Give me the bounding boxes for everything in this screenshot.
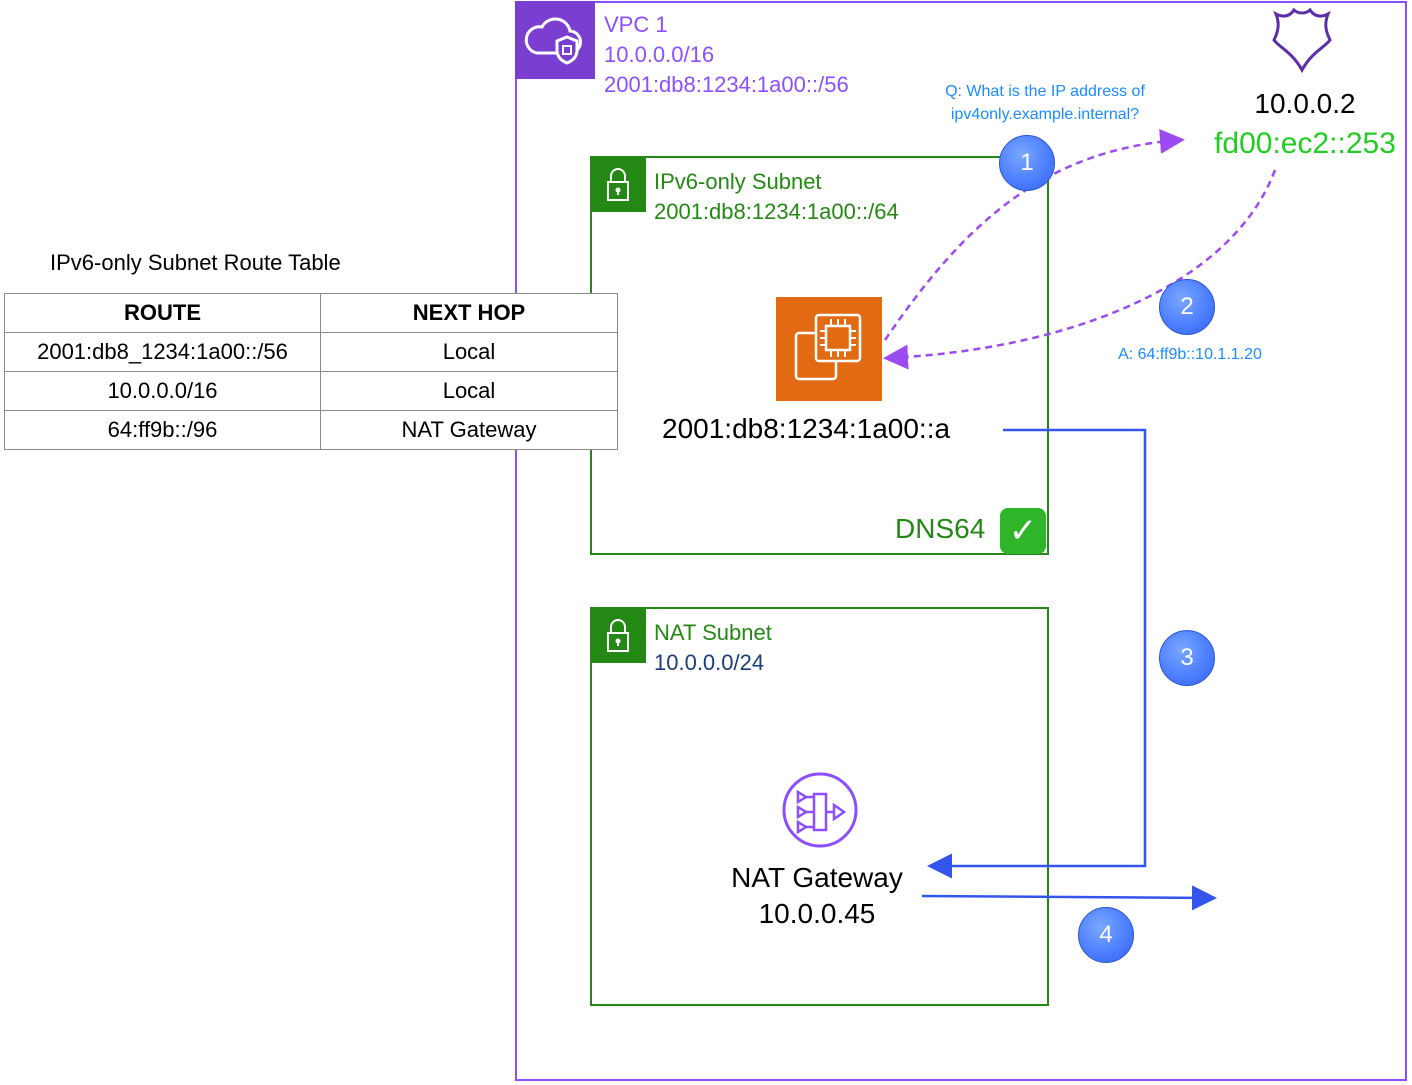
table-row: 10.0.0.0/16 Local <box>4 371 618 411</box>
nat-subnet-cidr: 10.0.0.0/24 <box>654 650 765 675</box>
nat-egress-arrow <box>921 885 1217 911</box>
nat-gateway-label: NAT Gateway 10.0.0.45 <box>700 860 934 932</box>
next-hop-cell: NAT Gateway <box>320 410 618 450</box>
nat-gateway-ip: 10.0.0.45 <box>758 898 876 929</box>
resolver-ipv6: fd00:ec2::253 <box>1214 127 1396 160</box>
resolver-ipv4: 10.0.0.2 <box>1254 88 1356 119</box>
route53-resolver-shield-icon <box>1272 7 1332 74</box>
ipv6-subnet-badge <box>590 156 646 212</box>
ipv6-subnet-name: IPv6-only Subnet <box>654 169 822 194</box>
vpc-cloud-shield-icon <box>524 17 582 65</box>
step-2-badge: 2 <box>1159 279 1215 335</box>
step-4-badge: 4 <box>1078 907 1134 963</box>
dns-answer: A: 64:ff9b::10.1.1.20 <box>1118 346 1262 363</box>
dns-question-line2: ipv4only.example.internal? <box>950 106 1140 123</box>
nat-subnet-name: NAT Subnet <box>654 620 772 645</box>
table-row: 64:ff9b::/96 NAT Gateway <box>4 410 618 450</box>
ec2-chip-icon <box>794 313 862 381</box>
next-hop-header: NEXT HOP <box>320 293 618 333</box>
nat-subnet-badge <box>590 607 646 663</box>
instance-to-nat-arrow <box>927 428 1147 879</box>
nat-gateway-icon <box>782 772 858 848</box>
lock-icon <box>607 168 629 201</box>
route-cell: 2001:db8_1234:1a00::/56 <box>4 332 321 372</box>
checkmark-icon: ✓ <box>1000 508 1046 554</box>
nat-subnet-container <box>590 607 1049 1006</box>
step-3-badge: 3 <box>1159 630 1215 686</box>
dns-query-arrow <box>883 128 1185 341</box>
vpc-name: VPC 1 <box>604 12 668 37</box>
instance-ipv6-address: 2001:db8:1234:1a00::a <box>662 413 951 444</box>
vpc-ipv6-cidr: 2001:db8:1234:1a00::/56 <box>604 72 849 97</box>
lock-icon <box>607 619 629 652</box>
nat-gateway-name: NAT Gateway <box>731 862 903 893</box>
route-cell: 64:ff9b::/96 <box>4 410 321 450</box>
dns-question-line1: Q: What is the IP address of <box>945 83 1145 100</box>
step-1-badge: 1 <box>999 135 1055 191</box>
vpc-badge <box>515 1 595 79</box>
route-header: ROUTE <box>4 293 321 333</box>
vpc-container <box>515 1 1407 1081</box>
route-table-header-row: ROUTE NEXT HOP <box>4 293 618 333</box>
table-row: 2001:db8_1234:1a00::/56 Local <box>4 332 618 372</box>
route-table-title: IPv6-only Subnet Route Table <box>50 250 341 275</box>
vpc-ipv4-cidr: 10.0.0.0/16 <box>604 42 715 67</box>
route-table: ROUTE NEXT HOP 2001:db8_1234:1a00::/56 L… <box>4 293 618 450</box>
dns-question: Q: What is the IP address of ipv4only.ex… <box>900 80 1190 126</box>
ipv6-subnet-cidr: 2001:db8:1234:1a00::/64 <box>654 199 899 224</box>
next-hop-cell: Local <box>320 332 618 372</box>
dns64-label: DNS64 <box>895 513 986 544</box>
route-cell: 10.0.0.0/16 <box>4 371 321 411</box>
ec2-instance <box>776 297 882 401</box>
dns-response-arrow <box>883 169 1277 370</box>
